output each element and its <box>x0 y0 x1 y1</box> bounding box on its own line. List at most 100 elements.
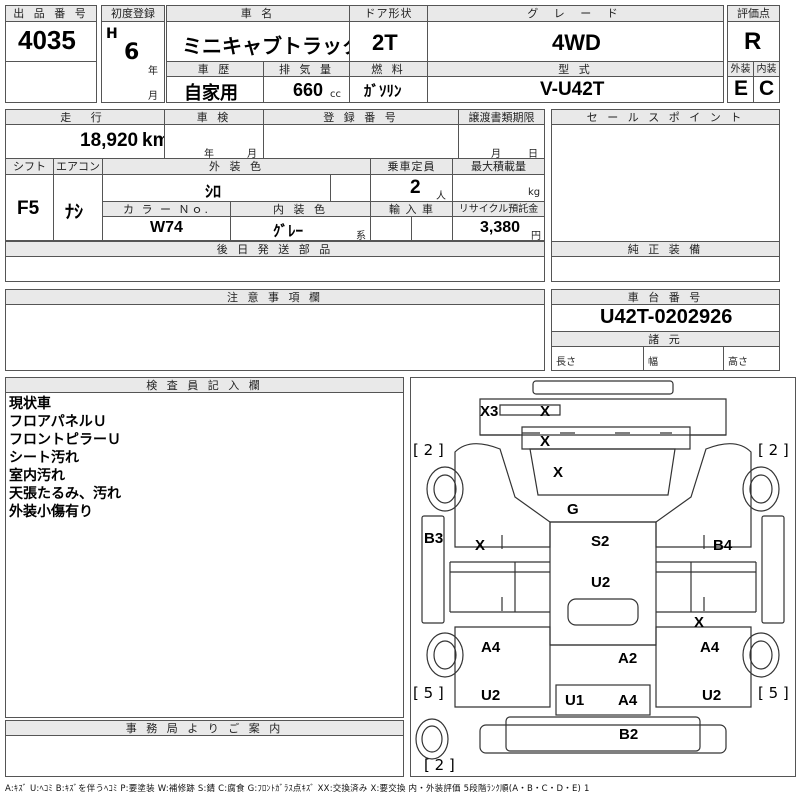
inspection-year-unit: 年 <box>204 149 214 160</box>
year-unit: 年 <box>148 66 158 77</box>
bracket-rear-right: [ 5 ] <box>758 684 789 702</box>
mark-a2: A2 <box>618 650 638 667</box>
displacement: 660 <box>293 80 324 100</box>
inspector-header: 検 査 員 記 入 欄 <box>5 377 404 393</box>
max-load-unit: kg <box>528 187 541 198</box>
ext-color-cell <box>102 174 331 202</box>
genuine-header: 純 正 装 備 <box>551 241 780 257</box>
model-header: 型 式 <box>427 61 724 77</box>
car-name-header: 車 名 <box>166 5 350 22</box>
displacement-header: 排 気 量 <box>263 61 350 77</box>
reg-year: 6 <box>124 40 140 65</box>
import-header: 輸 入 車 <box>370 201 453 217</box>
mark-a4-right: A4 <box>700 639 720 656</box>
mark-u2-center: U2 <box>591 574 611 591</box>
cab-roof <box>479 398 727 436</box>
inspector-note: 室内汚れ <box>9 468 65 484</box>
ext-color-header: 外 装 色 <box>102 158 371 175</box>
length-cell <box>551 346 644 371</box>
history-header: 車 歴 <box>166 61 264 77</box>
transfer-cell <box>458 124 545 159</box>
door-right <box>761 515 785 624</box>
stock-no-blank <box>5 61 97 103</box>
exterior-header: 外装 <box>727 61 754 77</box>
color-no: W74 <box>150 219 183 236</box>
bracket-front-left: [ 2 ] <box>413 441 444 459</box>
model-cell <box>427 76 724 103</box>
sales-points-header: セ ー ル ス ポ イ ン ト <box>551 109 780 125</box>
ac: ﾅｼ <box>65 202 83 223</box>
inspector-note: フロアパネルＵ <box>9 414 107 430</box>
score: R <box>744 28 762 55</box>
front-bumper <box>532 380 674 395</box>
displacement-cell <box>263 76 350 103</box>
exterior-score: E <box>734 77 749 100</box>
int-color-unit: 系 <box>356 231 366 242</box>
bracket-spare: [ 2 ] <box>424 756 455 774</box>
score-cell <box>727 21 780 62</box>
inspection-month-unit: 月 <box>247 149 257 160</box>
notes-cell <box>5 304 545 371</box>
month-unit: 月 <box>148 91 158 102</box>
inspector-note: 天張たるみ、汚れ <box>9 486 121 502</box>
spare-tire <box>415 718 449 760</box>
import-cell-a <box>370 216 412 241</box>
mark-b3: B3 <box>424 530 444 547</box>
specs-header: 諸 元 <box>551 331 780 347</box>
int-color: ｸﾞﾚｰ <box>273 222 304 240</box>
mileage-cell <box>5 124 165 159</box>
recycle-unit: 円 <box>531 231 541 242</box>
mileage-header: 走 行 <box>5 109 165 125</box>
office-header: 事 務 局 よ り ご 案 内 <box>5 720 404 736</box>
interior-cell <box>753 76 780 103</box>
wheel-front-left <box>426 466 464 512</box>
score-header: 評価点 <box>727 5 780 22</box>
ext-color-sub <box>330 174 371 202</box>
inspection-header: 車 検 <box>164 109 264 125</box>
cab-body <box>454 443 551 548</box>
capacity: 2 <box>410 177 421 198</box>
inspector-note: 外装小傷有り <box>9 504 93 520</box>
height-label: 高さ <box>728 357 748 368</box>
history: 自家用 <box>184 83 238 104</box>
rear-bumper <box>479 724 727 754</box>
mark-x-mid: X <box>553 464 564 481</box>
shift-cell <box>5 174 54 241</box>
mark-x3: X3 <box>480 403 499 420</box>
model: V-U42T <box>540 79 605 100</box>
fuel-cell <box>349 76 428 103</box>
later-parts-cell <box>5 256 545 282</box>
mark-s2: S2 <box>591 533 610 550</box>
recycle-header: リサイクル預託金 <box>452 201 545 217</box>
legend: A:ｷｽﾞ U:ﾍｺﾐ B:ｷｽﾞを伴うﾍｺﾐ P:要塗装 W:補修跡 S:錆 … <box>5 784 590 794</box>
inspector-note: フロントピラーＵ <box>9 432 121 448</box>
height-cell <box>723 346 780 371</box>
mark-u2-left: U2 <box>481 687 501 704</box>
mark-g: G <box>567 501 579 518</box>
later-parts-header: 後 日 発 送 部 品 <box>5 241 545 257</box>
mileage-unit: km <box>142 130 170 151</box>
mark-b2: B2 <box>619 726 639 743</box>
mark-a4-left: A4 <box>481 639 501 656</box>
inspector-note: 現状車 <box>9 396 51 412</box>
transfer-header: 譲渡書類期限 <box>458 109 545 125</box>
max-load-cell <box>452 174 545 202</box>
mark-b4: B4 <box>713 537 733 554</box>
mark-u1: U1 <box>565 692 585 709</box>
mark-a4-bottom: A4 <box>618 692 638 709</box>
width-cell <box>643 346 724 371</box>
color-no-cell <box>102 216 231 241</box>
wheel-rear-left <box>426 632 464 678</box>
mark-x-right: X <box>694 614 705 631</box>
car-diagram <box>415 380 785 760</box>
capacity-cell <box>370 174 453 202</box>
notes-header: 注 意 事 項 欄 <box>5 289 545 305</box>
int-color-cell <box>230 216 371 241</box>
shift: F5 <box>17 198 40 219</box>
stock-number: 4035 <box>18 25 76 55</box>
mileage: 18,920 <box>80 130 139 151</box>
office-cell <box>5 735 404 777</box>
mark-x-left: X <box>475 537 486 554</box>
mark-u2-right: U2 <box>702 687 722 704</box>
stock-no-header: 出 品 番 号 <box>5 5 97 22</box>
